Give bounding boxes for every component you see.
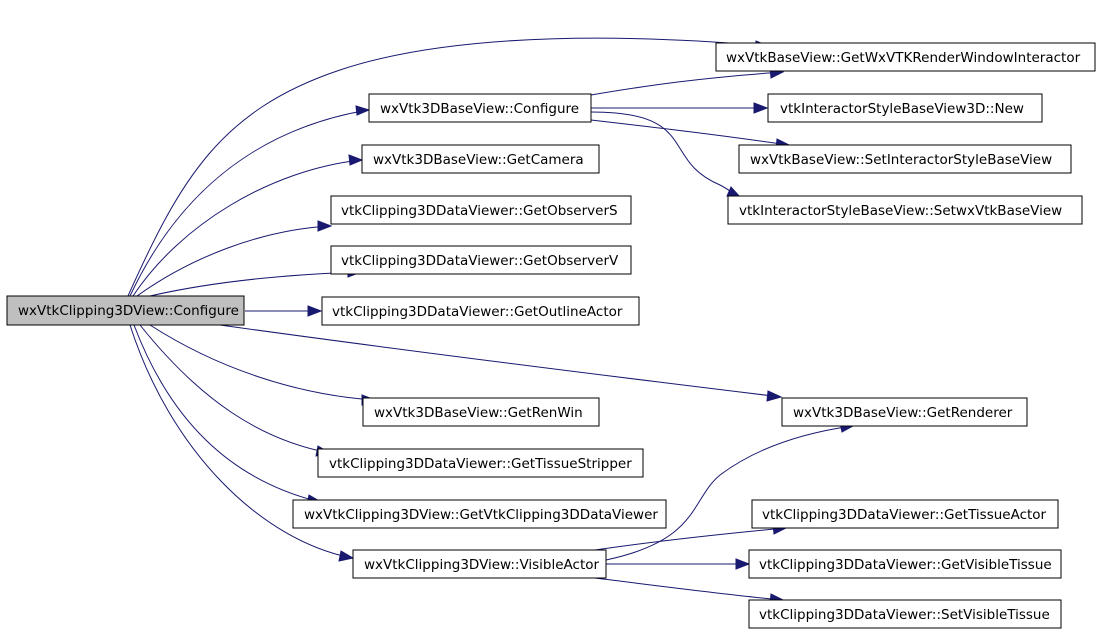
node-label: vtkClipping3DDataViewer::GetTissueActor	[762, 507, 1047, 523]
node-label: vtkInteractorStyleBaseView::SetwxVtkBase…	[739, 203, 1062, 219]
edge-root-to-get-vtk-clipping-viewer	[133, 324, 321, 503]
node-get-observer-s[interactable]: vtkClipping3DDataViewer::GetObserverS	[330, 195, 632, 225]
node-get-outline-actor[interactable]: vtkClipping3DDataViewer::GetOutlineActor	[321, 296, 640, 326]
node-label: vtkClipping3DDataViewer::GetOutlineActor	[332, 304, 623, 320]
arrowhead	[338, 550, 355, 562]
arrowhead	[735, 558, 751, 570]
node-get-ren-win[interactable]: wxVtk3DBaseView::GetRenWin	[362, 397, 600, 427]
node-label: vtkClipping3DDataViewer::GetVisibleTissu…	[759, 557, 1052, 573]
edge-configure-to-set-wx-vtk-base-view	[590, 111, 739, 197]
node-root[interactable]: wxVtkClipping3DView::Configure	[6, 295, 245, 326]
node-set-visible-tissue[interactable]: vtkClipping3DDataViewer::SetVisibleTissu…	[748, 599, 1062, 629]
node-label: wxVtkClipping3DView::GetVtkClipping3DDat…	[304, 507, 658, 523]
edge-visible-actor-to-get-renderer	[605, 425, 853, 561]
node-get-tissue-stripper[interactable]: vtkClipping3DDataViewer::GetTissueStripp…	[317, 448, 644, 478]
node-label: wxVtk3DBaseView::GetRenderer	[793, 405, 1013, 421]
edge-root-to-get-ren-win	[149, 324, 375, 401]
node-get-camera[interactable]: wxVtk3DBaseView::GetCamera	[361, 144, 600, 174]
node-label: wxVtk3DBaseView::GetCamera	[373, 152, 584, 168]
edge-root-to-get-observer-v	[149, 271, 361, 297]
edge-root-to-get-tissue-stripper	[139, 324, 331, 454]
node-label: wxVtk3DBaseView::GetRenWin	[374, 405, 583, 421]
arrowhead	[766, 390, 783, 402]
node-box	[361, 144, 600, 174]
node-get-vtk-clipping-viewer[interactable]: wxVtkClipping3DView::GetVtkClipping3DDat…	[292, 499, 667, 529]
node-box	[330, 195, 632, 225]
node-box	[751, 499, 1059, 529]
node-set-interactor-style[interactable]: wxVtkBaseView::SetInteractorStyleBaseVie…	[738, 144, 1072, 174]
node-box	[330, 245, 632, 275]
arrowhead	[753, 102, 769, 114]
node-visible-actor[interactable]: wxVtkClipping3DView::VisibleActor	[352, 549, 607, 579]
node-get-renderer[interactable]: wxVtk3DBaseView::GetRenderer	[781, 397, 1028, 427]
arrowhead	[348, 154, 364, 166]
node-box	[368, 93, 592, 123]
edge-root-to-base-configure	[129, 109, 369, 297]
node-box	[6, 295, 245, 326]
node-label: wxVtk3DBaseView::Configure	[380, 101, 579, 117]
arrowhead	[307, 305, 323, 317]
node-box	[781, 397, 1028, 427]
arrowhead	[317, 220, 333, 232]
edge-root-to-get-renderer	[219, 324, 782, 398]
node-box	[317, 448, 644, 478]
node-get-observer-v[interactable]: vtkClipping3DDataViewer::GetObserverV	[330, 245, 632, 275]
edge-configure-to-get-interactor	[590, 71, 783, 96]
node-box	[362, 397, 600, 427]
edge-root-to-visible-actor	[129, 324, 353, 559]
edge-root-to-get-camera	[132, 159, 362, 297]
node-box	[748, 599, 1062, 629]
node-box	[767, 93, 1043, 123]
node-box	[292, 499, 667, 529]
node-get-visible-tissue[interactable]: vtkClipping3DDataViewer::GetVisibleTissu…	[748, 549, 1062, 579]
node-get-interactor[interactable]: wxVtkBaseView::GetWxVTKRenderWindowInter…	[715, 42, 1096, 72]
node-label: vtkClipping3DDataViewer::GetTissueStripp…	[329, 456, 632, 472]
arrowhead	[355, 105, 371, 116]
node-base-configure[interactable]: wxVtk3DBaseView::Configure	[368, 93, 592, 123]
node-box	[727, 195, 1083, 225]
node-label: vtkClipping3DDataViewer::SetVisibleTissu…	[759, 607, 1050, 623]
node-box	[715, 42, 1096, 72]
node-label: vtkInteractorStyleBaseView3D::New	[780, 101, 1024, 117]
node-label: wxVtkClipping3DView::VisibleActor	[364, 557, 600, 573]
edge-root-to-get-observer-s	[136, 225, 331, 297]
edge-visible-actor-to-get-tissue-actor	[594, 527, 786, 551]
node-set-wx-vtk-base-view[interactable]: vtkInteractorStyleBaseView::SetwxVtkBase…	[727, 195, 1083, 225]
node-label: vtkClipping3DDataViewer::GetObserverS	[341, 203, 618, 219]
node-box	[352, 549, 607, 579]
node-label: vtkClipping3DDataViewer::GetObserverV	[341, 253, 619, 269]
edge-visible-actor-to-set-visible-tissue	[594, 577, 783, 601]
nodes: wxVtkClipping3DView::Configure wxVtk3DBa…	[6, 42, 1096, 629]
node-get-tissue-actor[interactable]: vtkClipping3DDataViewer::GetTissueActor	[751, 499, 1059, 529]
node-label: wxVtkClipping3DView::Configure	[18, 303, 239, 319]
node-box	[748, 549, 1062, 579]
node-box	[738, 144, 1072, 174]
node-box	[321, 296, 640, 326]
node-label: wxVtkBaseView::GetWxVTKRenderWindowInter…	[726, 50, 1081, 66]
edge-configure-to-set-interactor-style	[590, 119, 789, 146]
node-label: wxVtkBaseView::SetInteractorStyleBaseVie…	[750, 152, 1052, 168]
edge-root-to-get-interactor	[127, 37, 769, 297]
node-style-new[interactable]: vtkInteractorStyleBaseView3D::New	[767, 93, 1043, 123]
